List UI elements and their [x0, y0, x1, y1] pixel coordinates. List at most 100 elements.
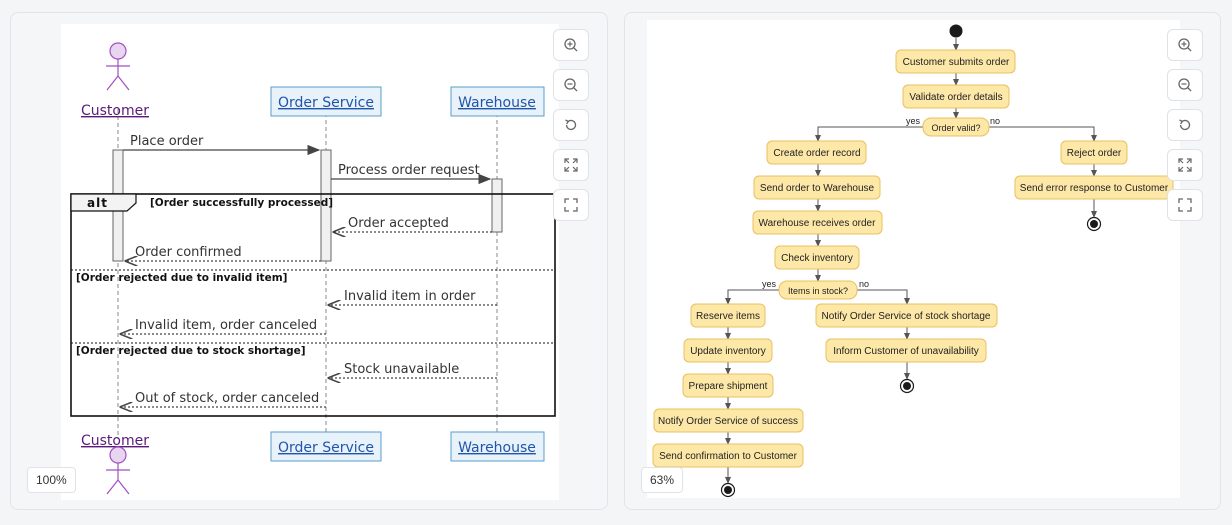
zoom-out-icon — [564, 78, 578, 92]
decision-items-in-stock-label: Items in stock? — [788, 286, 848, 296]
warehouse-label-top: Warehouse — [458, 95, 536, 111]
decision-items-in-stock[interactable] — [778, 280, 858, 300]
decision-order-valid-label: Order valid? — [931, 123, 980, 133]
items-in-stock-no-label: no — [859, 279, 869, 289]
zoom-in-button[interactable] — [1167, 29, 1203, 61]
alt-guard-3: [Order rejected due to stock shortage] — [76, 345, 306, 357]
start-node — [949, 24, 963, 38]
out-of-stock-label: Out of stock, order canceled — [135, 391, 319, 406]
zoom-in-icon — [1178, 38, 1192, 52]
node-send-error[interactable] — [1014, 175, 1174, 200]
zoom-level-indicator: 63% — [641, 467, 684, 493]
node-validate-details-label: Validate order details — [909, 92, 1002, 103]
node-inform-unavailability[interactable] — [825, 338, 987, 363]
end-node-rejected — [1086, 216, 1102, 232]
activity-diagram: Customer submits order Validate order de… — [652, 24, 1174, 498]
stock-unavailable-label: Stock unavailable — [344, 362, 459, 377]
customer-label-bottom[interactable]: Customer — [81, 433, 149, 449]
sequence-diagram-canvas[interactable]: Customer Order Service Warehouse Place o… — [61, 24, 559, 500]
node-create-record-label: Create order record — [773, 148, 860, 159]
customer-actor-bottom[interactable] — [106, 446, 130, 495]
node-customer-submits-label: Customer submits order — [903, 57, 1010, 68]
activity-diagram-panel: Customer submits order Validate order de… — [624, 12, 1221, 510]
node-check-inventory[interactable] — [774, 245, 860, 270]
activity-connectors — [725, 38, 1097, 484]
node-notify-shortage[interactable] — [815, 303, 998, 328]
node-send-error-label: Send error response to Customer — [1020, 183, 1169, 194]
alt-guard-2: [Order rejected due to invalid item] — [76, 272, 287, 284]
node-update-inventory-label: Update inventory — [690, 346, 766, 357]
node-customer-submits[interactable] — [895, 49, 1016, 74]
node-warehouse-receives-label: Warehouse receives order — [759, 218, 877, 229]
expand-button[interactable] — [1167, 149, 1203, 181]
node-warehouse-receives[interactable] — [752, 210, 883, 235]
order-service-activation — [320, 149, 332, 262]
zoom-out-button[interactable] — [1167, 69, 1203, 101]
alt-fragment-tab — [70, 193, 137, 212]
node-send-confirmation[interactable] — [652, 443, 804, 468]
node-send-to-warehouse[interactable] — [753, 175, 881, 200]
node-notify-success[interactable] — [653, 408, 804, 433]
node-reject-order[interactable] — [1060, 140, 1128, 165]
expand-button[interactable] — [553, 149, 589, 181]
order-service-box-top[interactable] — [270, 86, 382, 117]
order-valid-yes-label: yes — [906, 116, 921, 126]
order-service-box-bottom[interactable] — [270, 431, 382, 462]
node-reserve-items[interactable] — [690, 303, 766, 328]
warehouse-label-bottom: Warehouse — [458, 440, 536, 456]
activity-diagram-canvas[interactable]: Customer submits order Validate order de… — [647, 20, 1180, 498]
order-confirmed-label: Order confirmed — [135, 245, 242, 260]
warehouse-activation — [491, 178, 503, 233]
end-node-success — [720, 482, 736, 498]
process-order-request-label: Process order request — [338, 163, 480, 178]
node-prepare-shipment-label: Prepare shipment — [689, 381, 768, 392]
decision-order-valid[interactable] — [922, 117, 990, 137]
node-send-confirmation-label: Send confirmation to Customer — [659, 451, 798, 462]
reset-icon — [1179, 119, 1191, 131]
sequence-diagram-panel: Customer Order Service Warehouse Place o… — [10, 12, 608, 510]
node-reject-order-label: Reject order — [1067, 148, 1122, 159]
zoom-out-icon — [1178, 78, 1192, 92]
node-reserve-items-label: Reserve items — [696, 311, 760, 322]
reset-view-button[interactable] — [553, 109, 589, 141]
customer-actor-top[interactable] — [106, 42, 130, 91]
alt-fragment — [70, 193, 556, 417]
node-prepare-shipment[interactable] — [682, 373, 774, 398]
fullscreen-icon — [564, 198, 578, 212]
sequence-toolbar — [553, 29, 589, 221]
items-in-stock-yes-label: yes — [762, 279, 777, 289]
fullscreen-button[interactable] — [1167, 189, 1203, 221]
node-validate-details[interactable] — [902, 84, 1010, 109]
invalid-item-label: Invalid item in order — [344, 289, 476, 304]
node-create-record[interactable] — [766, 140, 867, 165]
warehouse-box-bottom[interactable] — [450, 431, 545, 462]
fullscreen-icon — [1178, 198, 1192, 212]
order-service-label-top: Order Service — [278, 95, 374, 111]
node-notify-shortage-label: Notify Order Service of stock shortage — [822, 311, 991, 322]
node-notify-success-label: Notify Order Service of success — [658, 416, 798, 427]
order-valid-no-label: no — [990, 116, 1000, 126]
customer-label-top[interactable]: Customer — [81, 103, 149, 119]
node-send-to-warehouse-label: Send order to Warehouse — [760, 183, 875, 194]
zoom-in-button[interactable] — [553, 29, 589, 61]
node-inform-unavailability-label: Inform Customer of unavailability — [833, 346, 979, 357]
order-service-label-bottom: Order Service — [278, 440, 374, 456]
alt-operator-label: alt — [87, 196, 108, 210]
order-accepted-label: Order accepted — [348, 216, 449, 231]
end-node-shortage — [899, 378, 915, 394]
zoom-out-button[interactable] — [553, 69, 589, 101]
expand-icon — [1178, 158, 1192, 172]
fullscreen-button[interactable] — [553, 189, 589, 221]
reset-view-button[interactable] — [1167, 109, 1203, 141]
warehouse-box-top[interactable] — [450, 86, 545, 117]
expand-icon — [564, 158, 578, 172]
activity-toolbar — [1167, 29, 1203, 221]
place-order-label: Place order — [130, 134, 204, 149]
zoom-in-icon — [564, 38, 578, 52]
node-update-inventory[interactable] — [683, 338, 773, 363]
reset-icon — [565, 119, 577, 131]
invalid-item-canceled-label: Invalid item, order canceled — [135, 318, 317, 333]
zoom-level-indicator: 100% — [27, 467, 76, 493]
node-check-inventory-label: Check inventory — [781, 253, 853, 264]
alt-guard-1: [Order successfully processed] — [150, 197, 333, 209]
